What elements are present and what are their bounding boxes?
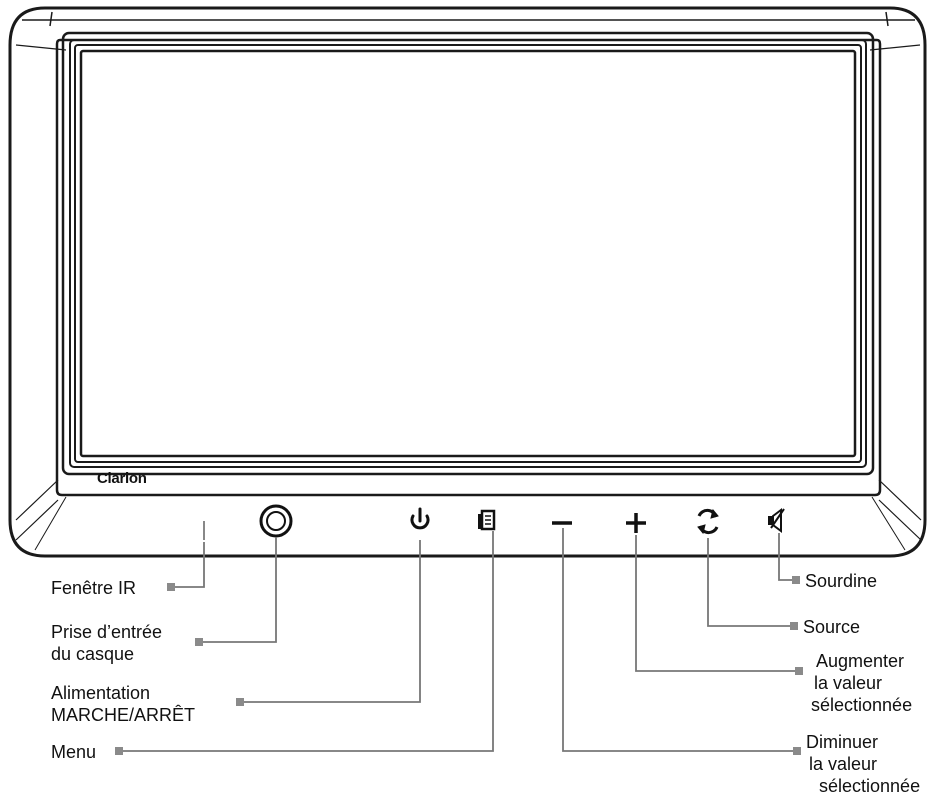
marker-plus	[795, 667, 803, 675]
leader-source	[707, 538, 790, 627]
label-line: Source	[803, 617, 861, 637]
marker-source	[790, 622, 798, 630]
label-plus: Augmenter la valeur sélectionnée	[808, 650, 912, 716]
leader-plus	[635, 535, 795, 672]
label-line: Fenêtre IR	[51, 578, 137, 598]
label-menu: Menu	[51, 741, 96, 763]
leader-menu	[118, 531, 494, 752]
label-line: sélectionnée	[819, 776, 921, 796]
label-line: Sourdine	[805, 571, 878, 591]
marker-mute	[792, 576, 800, 584]
leader-minus	[562, 528, 793, 752]
mute-icon	[768, 508, 785, 533]
label-source: Source	[803, 616, 860, 638]
label-line: Prise d’entrée	[51, 622, 163, 642]
label-line: du casque	[51, 644, 135, 664]
plus-icon	[626, 513, 646, 533]
marker-ir-window	[167, 583, 175, 591]
menu-icon	[478, 509, 496, 531]
power-icon	[410, 507, 430, 530]
label-ir-window: Fenêtre IR	[51, 577, 136, 599]
label-line: MARCHE/ARRÊT	[51, 705, 196, 725]
marker-menu	[115, 747, 123, 755]
label-line: Menu	[51, 742, 97, 762]
headphone-jack-icon	[259, 504, 293, 538]
monitor-bezel	[8, 6, 927, 558]
leader-ir-window	[171, 542, 205, 588]
label-line: Diminuer	[806, 732, 879, 752]
marker-headphone-jack	[195, 638, 203, 646]
label-mute: Sourdine	[805, 570, 877, 592]
source-icon	[697, 508, 719, 535]
label-headphone-jack: Prise d’entrée du casque	[51, 621, 162, 665]
label-minus: Diminuer la valeur sélectionnée	[806, 731, 920, 797]
leader-headphone-jack	[198, 537, 277, 643]
label-line: Alimentation	[51, 683, 151, 703]
marker-minus	[793, 747, 801, 755]
leader-mute	[778, 533, 792, 581]
label-line: la valeur	[809, 754, 878, 774]
leader-lines	[118, 528, 795, 752]
screen	[61, 31, 875, 476]
brand-logo: Clarion	[97, 470, 147, 487]
label-line: la valeur	[814, 673, 883, 693]
leader-power	[240, 540, 421, 703]
label-power: Alimentation MARCHE/ARRÊT	[51, 682, 195, 726]
marker-power	[236, 698, 244, 706]
callout-markers	[115, 576, 803, 755]
label-line: Augmenter	[816, 651, 905, 671]
label-line: sélectionnée	[811, 695, 913, 715]
